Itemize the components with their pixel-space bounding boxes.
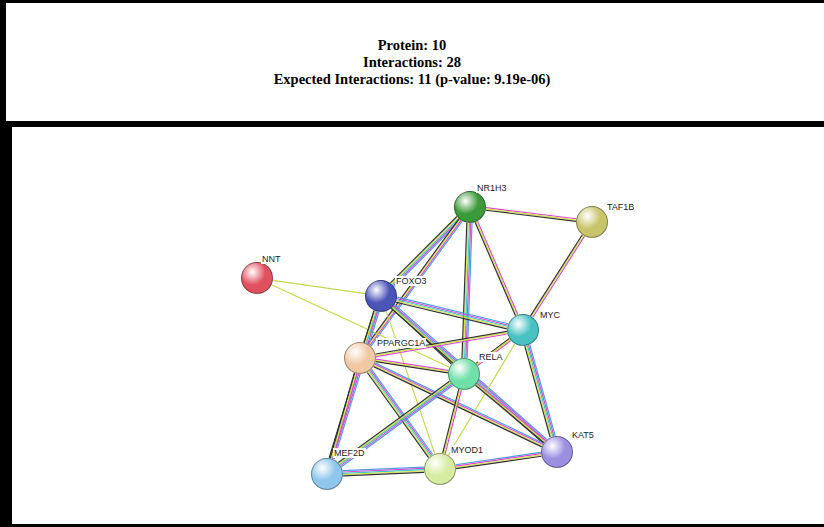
protein-label: MYC	[539, 310, 561, 320]
summary-line: Protein: 10	[378, 37, 447, 54]
evidence-stroke	[330, 373, 354, 458]
evidence-stroke	[478, 341, 511, 366]
protein-label: MYOD1	[450, 445, 484, 455]
evidence-stroke	[526, 346, 551, 437]
interaction-edge	[531, 235, 585, 317]
evidence-stroke	[371, 369, 432, 454]
protein-sphere	[424, 453, 456, 485]
protein-label: RELA	[478, 352, 504, 362]
evidence-stroke	[532, 235, 584, 316]
evidence-stroke	[462, 223, 467, 358]
protein-label: PPARGC1A	[376, 338, 426, 348]
interaction-edge	[340, 339, 510, 464]
evidence-stroke	[392, 218, 458, 284]
interaction-edge	[343, 467, 424, 476]
protein-label: KAT5	[571, 430, 595, 440]
evidence-stroke	[456, 454, 541, 466]
protein-label: NR1H3	[476, 183, 508, 193]
protein-sphere	[576, 206, 608, 238]
evidence-stroke	[397, 297, 508, 324]
evidence-stroke	[390, 216, 456, 282]
evidence-stroke	[329, 311, 374, 458]
protein-node: KAT5	[541, 436, 573, 468]
evidence-stroke	[478, 221, 518, 315]
evidence-stroke	[525, 346, 550, 437]
evidence-stroke	[476, 222, 516, 316]
evidence-stroke	[396, 302, 507, 329]
evidence-stroke	[456, 455, 541, 467]
interaction-edge	[390, 216, 460, 286]
evidence-stroke	[391, 217, 457, 283]
evidence-stroke	[475, 222, 515, 316]
evidence-stroke	[527, 345, 552, 436]
evidence-stroke	[331, 373, 355, 458]
evidence-stroke	[332, 311, 377, 458]
interaction-edge	[329, 311, 379, 460]
protein-label: TAF1B	[606, 202, 635, 212]
protein-label: FOXO3	[395, 276, 428, 286]
interaction-edge	[367, 369, 433, 457]
evidence-stroke	[486, 209, 576, 220]
protein-sphere	[365, 280, 397, 312]
protein-label: MEF2D	[333, 448, 366, 458]
evidence-stroke	[444, 390, 460, 454]
protein-sphere	[541, 436, 573, 468]
evidence-stroke	[531, 235, 583, 316]
evidence-stroke	[343, 472, 424, 476]
evidence-stroke	[456, 456, 541, 468]
evidence-stroke	[330, 311, 375, 458]
evidence-stroke	[476, 339, 509, 364]
evidence-stroke	[333, 374, 357, 459]
protein-node: MYOD1	[424, 453, 456, 485]
protein-node: TAF1B	[576, 206, 608, 238]
interaction-edge	[486, 208, 577, 222]
evidence-stroke	[393, 219, 459, 285]
protein-label: NNT	[261, 254, 282, 264]
evidence-stroke	[370, 370, 431, 455]
interaction-edge	[525, 345, 555, 438]
protein-node: RELA	[448, 358, 480, 390]
interaction-edge	[330, 373, 357, 459]
evidence-stroke	[395, 305, 547, 440]
protein-sphere	[311, 458, 343, 490]
evidence-stroke	[448, 344, 515, 456]
protein-node: MEF2D	[311, 458, 343, 490]
summary-line: Interactions: 28	[363, 54, 461, 71]
summary-header: Protein: 10Interactions: 28Expected Inte…	[6, 3, 818, 121]
evidence-stroke	[533, 236, 585, 317]
evidence-stroke	[340, 339, 510, 464]
summary-line: Expected Interactions: 11 (p-value: 9.19…	[274, 71, 551, 88]
protein-node: PPARGC1A	[344, 342, 376, 374]
protein-node: NNT	[241, 262, 273, 294]
interaction-edge	[448, 344, 515, 456]
evidence-stroke	[477, 383, 545, 440]
interaction-edge	[475, 221, 518, 316]
evidence-stroke	[529, 345, 554, 436]
protein-sphere	[344, 342, 376, 374]
protein-sphere	[507, 314, 539, 346]
protein-node: FOXO3	[365, 280, 397, 312]
evidence-stroke	[476, 384, 544, 441]
evidence-stroke	[376, 331, 507, 354]
evidence-stroke	[333, 312, 378, 459]
protein-node: NR1H3	[454, 191, 486, 223]
evidence-stroke	[475, 385, 543, 442]
evidence-stroke	[486, 210, 576, 221]
evidence-stroke	[530, 345, 555, 436]
evidence-stroke	[394, 306, 546, 441]
evidence-stroke	[443, 389, 459, 453]
evidence-stroke	[486, 208, 576, 219]
evidence-stroke	[369, 371, 430, 456]
interaction-edge	[475, 383, 545, 442]
protein-sphere	[241, 262, 273, 294]
protein-sphere	[448, 358, 480, 390]
interaction-edge	[391, 305, 547, 444]
protein-node: MYC	[507, 314, 539, 346]
protein-sphere	[454, 191, 486, 223]
